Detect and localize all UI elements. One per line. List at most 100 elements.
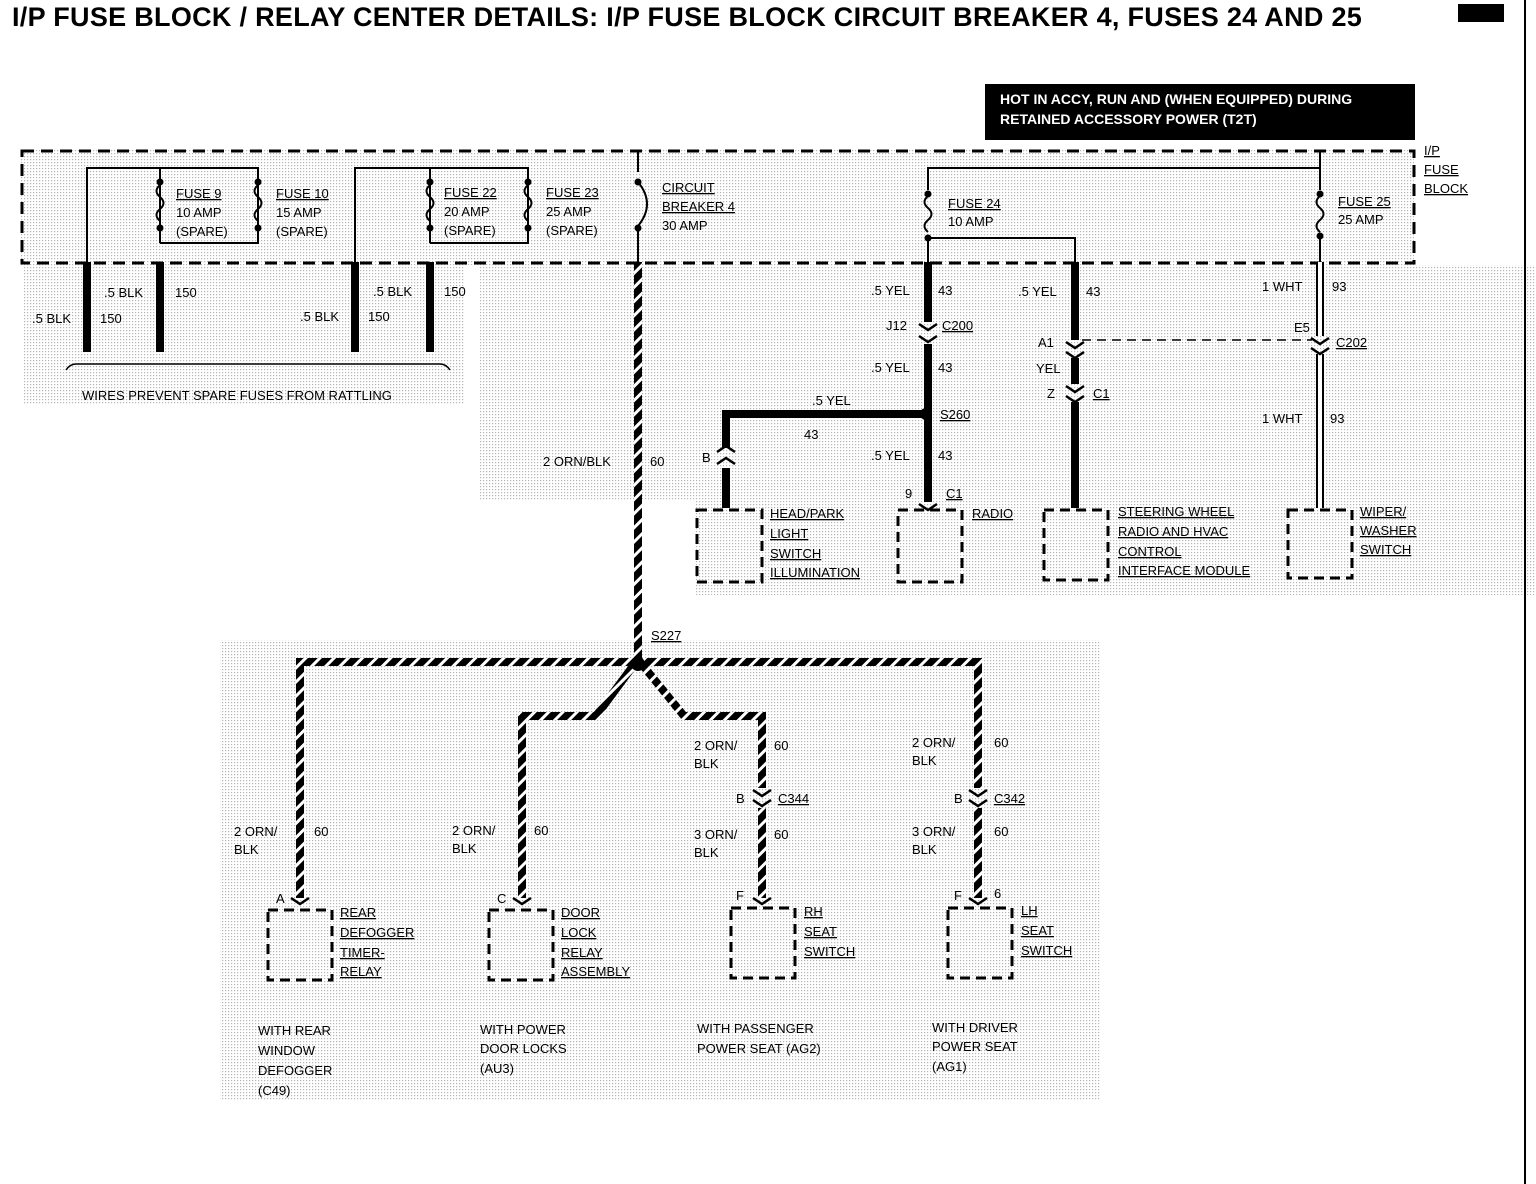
note-door-3: (AU3) <box>480 1061 514 1076</box>
fuse23-label-2: 25 AMP <box>546 204 592 219</box>
connector-c342-label: C342 <box>994 791 1025 806</box>
fuse10-label-2: 15 AMP <box>276 205 322 220</box>
door-lock-label-1: DOOR <box>561 905 600 920</box>
connector-6-lh: 6 <box>994 886 1001 901</box>
connector-c344-label: C344 <box>778 791 809 806</box>
corner-mark <box>1458 4 1504 22</box>
f24-wire-b-color: .5 YEL <box>871 360 910 375</box>
fuse-block-label-2: FUSE <box>1424 162 1459 177</box>
rh-seat-label-2: SEAT <box>804 924 837 939</box>
splice-s227-label: S227 <box>651 628 681 643</box>
trunk-wire-color: 2 ORN/BLK <box>543 454 611 469</box>
rear-defogger-label-2: DEFOGGER <box>340 925 414 940</box>
fuse25-symbol <box>1315 195 1325 233</box>
note-driver-3: (AG1) <box>932 1059 967 1074</box>
b3b-wire-circuit: 60 <box>774 827 788 842</box>
b1-wire-color-1: 2 ORN/ <box>234 824 278 839</box>
note-pass-2: POWER SEAT (AG2) <box>697 1041 821 1056</box>
fuse-block-label-1: I/P <box>1424 143 1440 158</box>
connector-c344 <box>752 788 772 808</box>
connector-a1 <box>1065 340 1085 360</box>
f24-wire-c-color: .5 YEL <box>812 393 851 408</box>
fuse-nodes-spare <box>156 178 532 232</box>
hot-box-line-2: RETAINED ACCESSORY POWER (T2T) <box>1000 111 1257 127</box>
b4b-wire-color-1: 3 ORN/ <box>912 824 956 839</box>
fuse9-label-2: 10 AMP <box>176 205 222 220</box>
radio-connector-c1: C1 <box>946 486 963 501</box>
lh-seat-label-2: SEAT <box>1021 923 1054 938</box>
radio-box: RADIO <box>896 506 1013 584</box>
fuse10-label-3: (SPARE) <box>276 224 328 239</box>
radio-pin-9: 9 <box>905 486 912 501</box>
fuse22-label-3: (SPARE) <box>444 223 496 238</box>
f25-wire-b-color: 1 WHT <box>1262 411 1303 426</box>
connector-f-rh: F <box>736 888 744 903</box>
rear-defogger-label-3: TIMER- <box>340 945 385 960</box>
wiper-label-2: WASHER <box>1360 523 1417 538</box>
fuse9-label-1: FUSE 9 <box>176 186 222 201</box>
b1-wire-circuit: 60 <box>314 824 328 839</box>
cb4-label-3: 30 AMP <box>662 218 708 233</box>
spare-retention-wires <box>83 262 434 352</box>
wiper-switch-box: WIPER/ WASHER SWITCH <box>1286 504 1417 580</box>
connector-radio-c1 <box>918 502 938 512</box>
splice-s260-label: S260 <box>940 407 970 422</box>
splice-s227 <box>631 657 645 671</box>
note-door-2: DOOR LOCKS <box>480 1041 567 1056</box>
yel-label: YEL <box>1036 361 1061 376</box>
yel-43-radio-wire <box>722 262 932 508</box>
hot-in-box: HOT IN ACCY, RUN AND (WHEN EQUIPPED) DUR… <box>1000 91 1352 127</box>
wiper-label-3: SWITCH <box>1360 542 1411 557</box>
f24-wire-c-circuit: 43 <box>804 427 818 442</box>
spare-wire-3-color: .5 BLK <box>300 309 339 324</box>
b1-wire-color-2: BLK <box>234 842 259 857</box>
f24-wire-d-circuit: 43 <box>938 448 952 463</box>
fuse24-label-2: 10 AMP <box>948 214 994 229</box>
rh-seat-label-1: RH <box>804 904 823 919</box>
note-rear-1: WITH REAR <box>258 1023 331 1038</box>
rh-seat-label-3: SWITCH <box>804 944 855 959</box>
connector-a-rear: A <box>276 891 285 906</box>
fuse-symbols-spare <box>155 184 533 222</box>
b4b-wire-color-2: BLK <box>912 842 937 857</box>
steering-connector-c1: C1 <box>1093 386 1110 401</box>
cb4-label-2: BREAKER 4 <box>662 199 735 214</box>
spare-wire-2-color: .5 BLK <box>104 285 143 300</box>
note-driver-1: WITH DRIVER <box>932 1020 1018 1035</box>
wiper-label-1: WIPER/ <box>1360 504 1407 519</box>
b2-wire-color-2: BLK <box>452 841 477 856</box>
b3a-wire-color-1: 2 ORN/ <box>694 738 738 753</box>
note-rear-4: (C49) <box>258 1083 291 1098</box>
f24-wire-b-circuit: 43 <box>938 360 952 375</box>
b4a-wire-color-1: 2 ORN/ <box>912 735 956 750</box>
fuse-block-outline <box>20 149 1416 265</box>
fuse23-label-3: (SPARE) <box>546 223 598 238</box>
f25-wire-b-circuit: 93 <box>1330 411 1344 426</box>
connector-c202-label: C202 <box>1336 335 1367 350</box>
fuse-block-label-3: BLOCK <box>1424 181 1468 196</box>
head-park-label-4: ILLUMINATION <box>770 565 860 580</box>
lh-seat-switch-box: LH SEAT SWITCH <box>946 903 1072 980</box>
note-driver-2: POWER SEAT <box>932 1039 1018 1054</box>
steering-label-3: CONTROL <box>1118 544 1182 559</box>
splice-s260 <box>920 408 932 420</box>
spare-wire-4-circuit: 150 <box>444 284 466 299</box>
f24-wire-e-circuit: 43 <box>1086 284 1100 299</box>
head-park-label-2: LIGHT <box>770 526 808 541</box>
steering-label-4: INTERFACE MODULE <box>1118 563 1251 578</box>
head-park-label-3: SWITCH <box>770 546 821 561</box>
b3a-wire-color-2: BLK <box>694 756 719 771</box>
connector-a1-label: A1 <box>1038 335 1054 350</box>
note-rear-3: DEFOGGER <box>258 1063 332 1078</box>
fuse22-label-2: 20 AMP <box>444 204 490 219</box>
connector-z-label: Z <box>1047 386 1055 401</box>
fuse-24-25-bus <box>927 150 1321 190</box>
fuse22-label-1: FUSE 22 <box>444 185 497 200</box>
fuse24-split <box>928 237 1076 262</box>
head-park-switch-box: HEAD/PARK LIGHT SWITCH ILLUMINATION <box>695 506 860 584</box>
cb4-breaker-symbol <box>637 181 648 227</box>
fuse-block-label: I/P FUSE BLOCK <box>1424 143 1468 196</box>
f24-wire-e-color: .5 YEL <box>1018 284 1057 299</box>
fuse24-label-1: FUSE 24 <box>948 196 1001 211</box>
page-title: I/P FUSE BLOCK / RELAY CENTER DETAILS: I… <box>12 2 1363 32</box>
